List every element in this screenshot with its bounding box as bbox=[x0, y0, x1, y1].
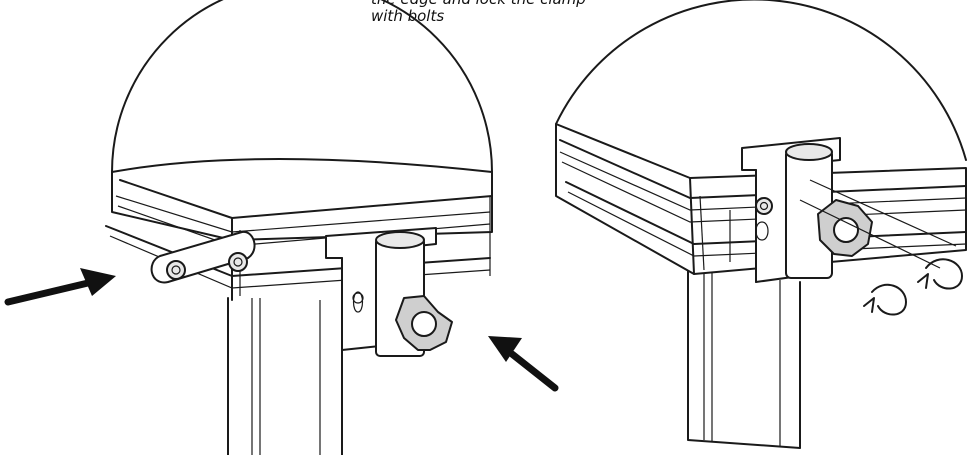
right-detail-circle bbox=[555, 0, 967, 161]
left-detail-circle bbox=[111, 0, 493, 173]
caption-line-1: the edge and lock the clamp bbox=[371, 0, 631, 8]
caption-line-2: with bolts bbox=[371, 7, 445, 25]
right-leg-post bbox=[687, 267, 801, 449]
instruction-caption: the edge and lock the clamp with bolts bbox=[371, 0, 631, 25]
left-leg-post bbox=[227, 297, 343, 455]
right-figure bbox=[555, 0, 967, 449]
left-figure bbox=[4, 0, 559, 455]
left-clamp-assembly bbox=[325, 227, 453, 357]
rotation-arrow-icon bbox=[863, 258, 963, 316]
left-connector-plate bbox=[150, 230, 256, 284]
left-arrow-icon bbox=[4, 268, 116, 306]
right-arrow-icon bbox=[488, 336, 559, 392]
right-clamp-assembly bbox=[741, 137, 957, 283]
